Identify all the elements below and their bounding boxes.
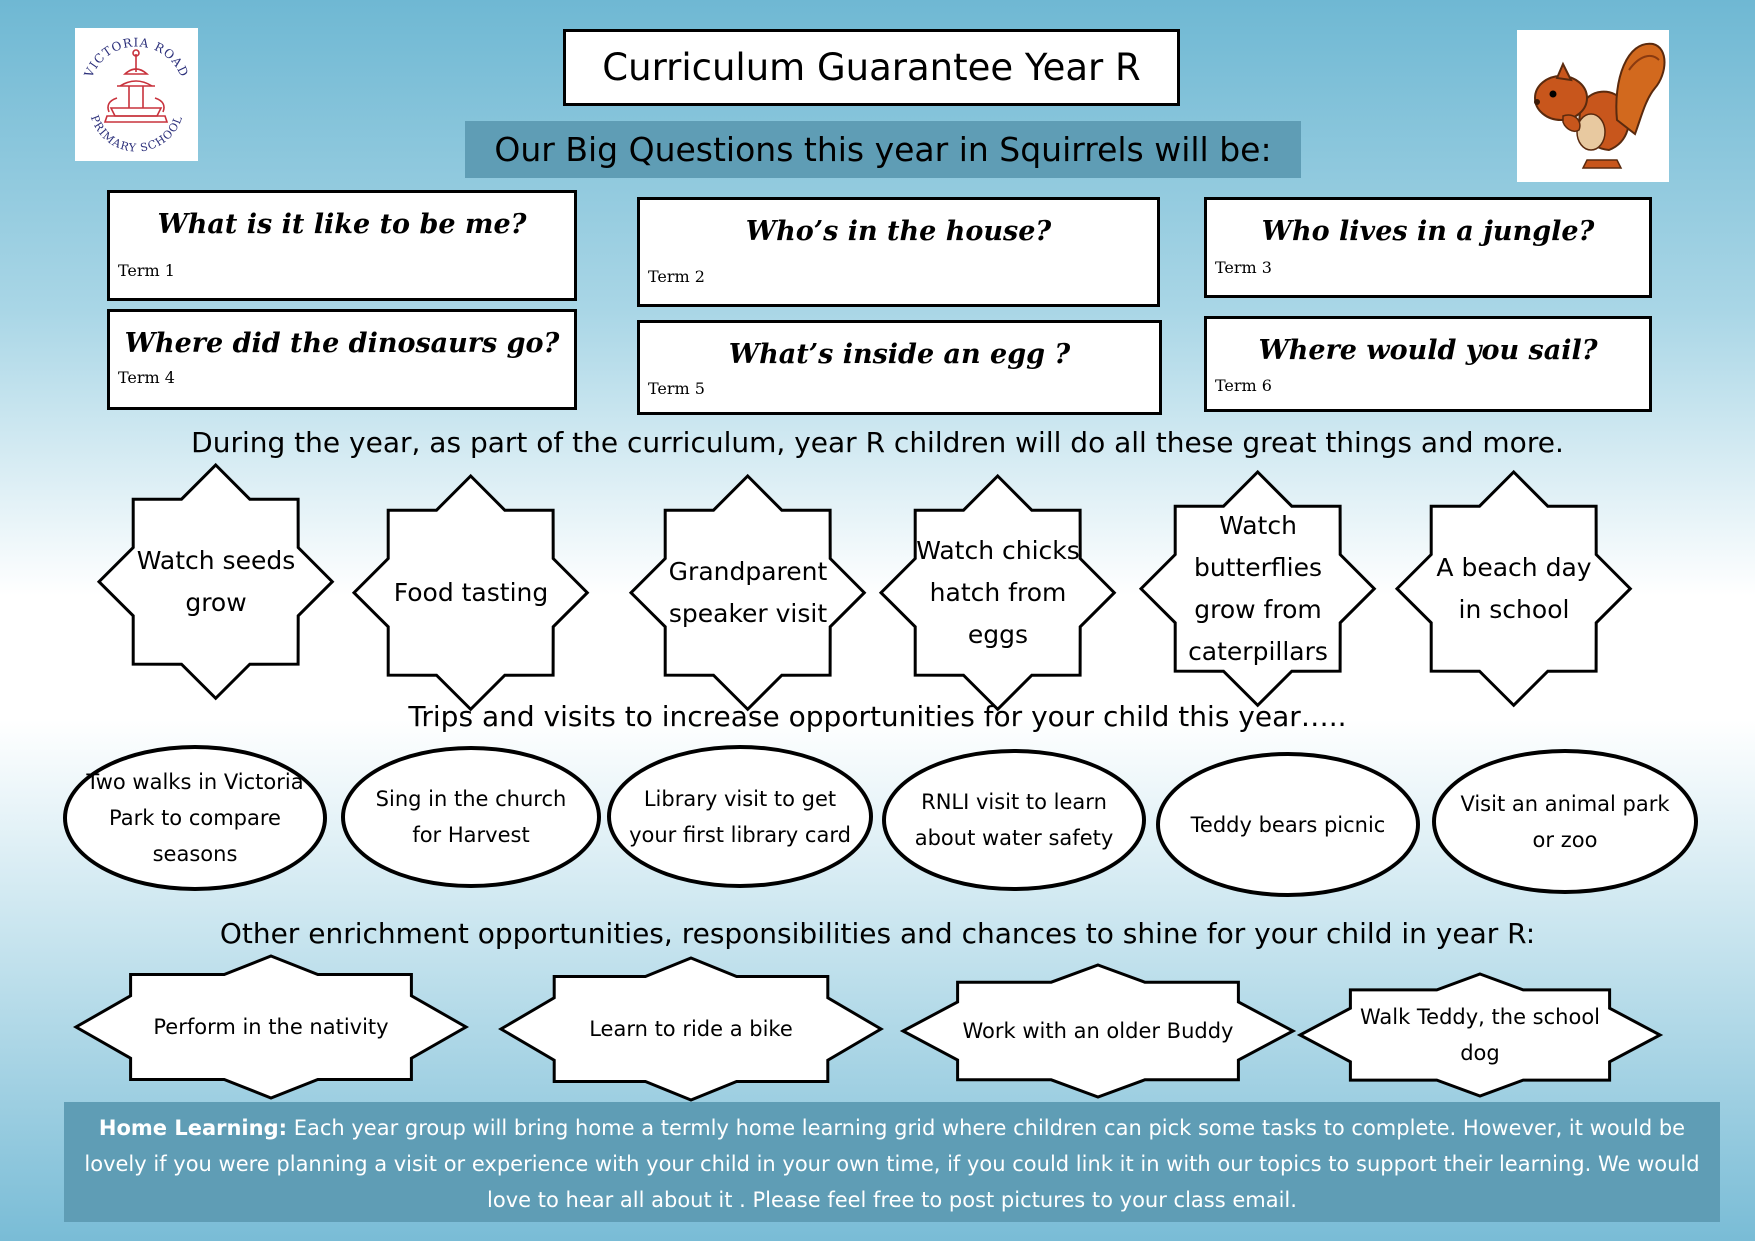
question-box-term-6: Where would you sail? Term 6 [1204, 316, 1652, 412]
term-label: Term 4 [118, 368, 175, 387]
term-label: Term 6 [1215, 376, 1272, 395]
term-label: Term 3 [1215, 258, 1272, 277]
question-box-term-4: Where did the dinosaurs go? Term 4 [107, 309, 577, 410]
question-text: Who’s in the house? [745, 216, 1052, 247]
squirrel-icon [1534, 42, 1666, 169]
enrichment-item: Learn to ride a bike [589, 1016, 793, 1041]
question-text: Where did the dinosaurs go? [124, 328, 560, 359]
enrichment-star-shape [498, 956, 884, 1102]
question-box-term-3: Who lives in a jungle? Term 3 [1204, 197, 1652, 298]
star-shape [629, 474, 867, 712]
activity-item: Grandparent speaker visit [668, 557, 828, 628]
logo-text-bottom: PRIMARY SCHOOL [88, 113, 184, 154]
activities-heading: During the year, as part of the curricul… [191, 426, 1564, 459]
question-box-term-1: What is it like to be me? Term 1 [107, 190, 577, 301]
question-box-term-2: Who’s in the house? Term 2 [637, 197, 1160, 307]
trip-item: Teddy bears picnic [1156, 752, 1420, 897]
enrichment-star-shape [1296, 972, 1664, 1098]
enrichment-heading: Other enrichment opportunities, responsi… [219, 917, 1536, 950]
activity-item: Watch seeds grow [136, 546, 296, 617]
term-label: Term 5 [648, 379, 705, 398]
school-logo: VICTORIA ROAD PRIMARY SCHOOL [75, 28, 198, 161]
home-learning-label: Home Learning: [98, 1116, 288, 1140]
home-learning-text: Each year group will bring home a termly… [84, 1116, 1700, 1212]
activity-item: Watch butterflies grow from caterpillars [1188, 511, 1328, 666]
star-shape [1395, 470, 1633, 708]
activity-item: Food tasting [393, 578, 549, 607]
question-text: What’s inside an egg ? [728, 339, 1071, 370]
enrichment-item: Work with an older Buddy [962, 1018, 1234, 1043]
activity-item: Watch chicks hatch from eggs [916, 536, 1080, 649]
question-text: What is it like to be me? [157, 209, 527, 240]
term-label: Term 2 [648, 267, 705, 286]
term-label: Term 1 [118, 261, 175, 280]
page-title: Curriculum Guarantee Year R [563, 29, 1180, 106]
question-text: Where would you sail? [1258, 335, 1598, 366]
trips-heading: Trips and visits to increase opportuniti… [408, 700, 1347, 733]
trip-item: Two walks in Victoria Park to compare se… [63, 745, 327, 891]
fountain-logo-icon: VICTORIA ROAD PRIMARY SCHOOL [81, 35, 190, 154]
squirrel-image [1517, 30, 1669, 182]
home-learning-panel: Home Learning: Each year group will brin… [64, 1102, 1720, 1222]
star-shape [352, 474, 590, 712]
question-text: Who lives in a jungle? [1261, 216, 1595, 247]
trip-item: Sing in the church for Harvest [341, 746, 601, 888]
enrichment-star-shape [899, 963, 1297, 1099]
star-shape [1139, 470, 1377, 708]
trip-item: Visit an animal park or zoo [1432, 749, 1698, 894]
enrichment-item: Walk Teddy, the school dog [1359, 1004, 1600, 1065]
question-box-term-5: What’s inside an egg ? Term 5 [637, 320, 1162, 415]
enrichment-star-shape [72, 954, 470, 1100]
enrichment-item: Perform in the nativity [153, 1014, 389, 1039]
trip-item: RNLI visit to learn about water safety [882, 749, 1146, 891]
trip-item: Library visit to get your first library … [607, 745, 873, 888]
activity-item: A beach day in school [1436, 553, 1592, 624]
big-questions-heading: Our Big Questions this year in Squirrels… [465, 121, 1301, 178]
star-shape [97, 463, 335, 701]
star-shape [879, 474, 1117, 712]
svg-text:PRIMARY SCHOOL: PRIMARY SCHOOL [88, 113, 185, 154]
